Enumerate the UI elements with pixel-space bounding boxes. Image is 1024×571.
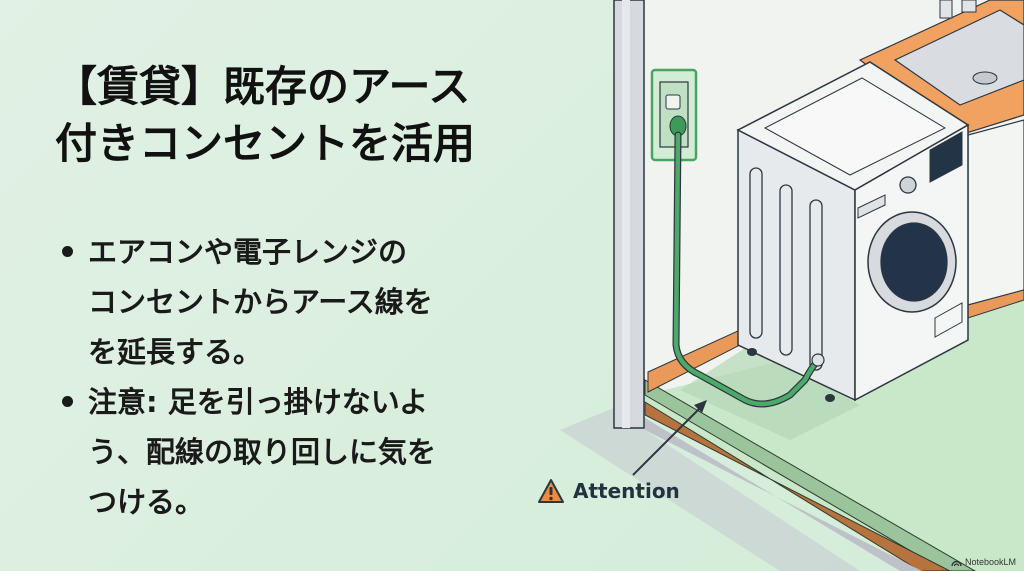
notebooklm-watermark: NotebookLM xyxy=(951,557,1016,567)
bullet-dot-icon xyxy=(62,246,73,257)
watermark-text: NotebookLM xyxy=(964,557,1016,567)
bullet-item: エアコンや電子レンジの コンセントからアース線を を延長する。 xyxy=(60,227,530,377)
bullet-list: エアコンや電子レンジの コンセントからアース線を を延長する。 注意: 足を引っ… xyxy=(60,227,530,527)
bullet-line: う、配線の取り回しに気を xyxy=(88,435,437,469)
warning-triangle-icon xyxy=(538,479,564,503)
bullet-line: コンセントからアース線を xyxy=(88,285,433,319)
bullet-line: 注意: 足を引っ掛けないよ xyxy=(88,385,429,419)
bullet-line: エアコンや電子レンジの xyxy=(88,235,408,269)
attention-label: Attention xyxy=(573,479,680,503)
bullet-line: を延長する。 xyxy=(88,335,263,369)
attention-callout: Attention xyxy=(537,478,680,504)
title-line-2: 付きコンセントを活用 xyxy=(55,119,476,168)
title-line-1: 【賃貸】既存のアース xyxy=(55,62,471,111)
slide-title: 【賃貸】既存のアース 付きコンセントを活用 xyxy=(55,58,475,172)
bullet-item: 注意: 足を引っ掛けないよ う、配線の取り回しに気を つける。 xyxy=(60,377,530,527)
bullet-line: つける。 xyxy=(88,485,205,519)
notebooklm-logo-icon xyxy=(951,560,962,566)
bullet-dot-icon xyxy=(62,396,73,407)
